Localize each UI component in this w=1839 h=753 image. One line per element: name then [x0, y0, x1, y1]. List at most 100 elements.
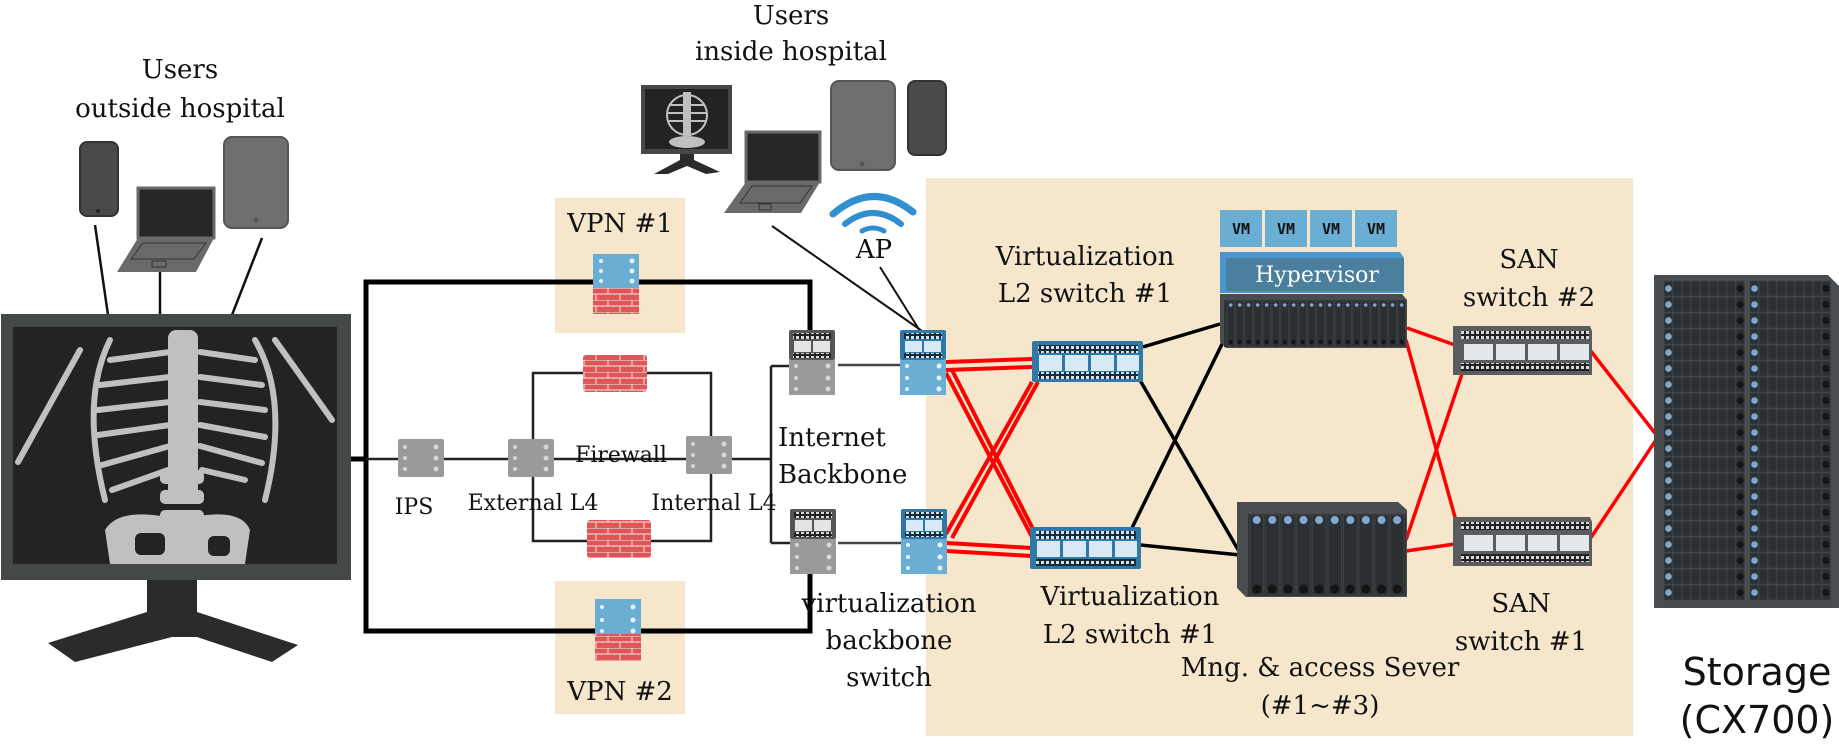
led	[1300, 303, 1305, 307]
blade-slot	[1262, 300, 1271, 347]
drive-slot	[1794, 472, 1804, 489]
led	[1751, 285, 1758, 292]
led	[1377, 584, 1386, 594]
vpn1-label: VPN #1	[566, 209, 673, 239]
network-switch-icon	[398, 439, 444, 477]
drive-slot	[1812, 344, 1822, 361]
drive-slot	[1708, 328, 1718, 345]
drive-slot	[1785, 280, 1795, 297]
led	[1381, 303, 1386, 307]
drive-slot	[1767, 472, 1777, 489]
drive-slot	[1803, 472, 1813, 489]
drive-slot	[1717, 472, 1727, 489]
drive-slot	[1785, 408, 1795, 425]
hypervisor-layer: Hypervisor	[1220, 252, 1404, 293]
led	[1327, 339, 1332, 345]
led	[1822, 301, 1830, 308]
led	[1390, 303, 1395, 307]
led	[1736, 541, 1744, 548]
vm-label: VM	[1367, 220, 1385, 238]
drive-slot	[1758, 520, 1768, 537]
drive-slot	[1776, 568, 1786, 585]
led	[1252, 516, 1261, 524]
drive-slot	[1758, 408, 1768, 425]
drive-slot	[1758, 568, 1768, 585]
access-point: AP	[829, 193, 917, 265]
drive-slot	[1708, 584, 1718, 601]
drive-slot	[1699, 456, 1709, 473]
drive-slot	[1794, 312, 1804, 329]
blade-slot	[1389, 514, 1405, 596]
drive-slot	[1699, 328, 1709, 345]
virt-backbone-label-1: virtualization	[800, 589, 976, 619]
led	[1267, 584, 1277, 594]
drive-slot	[1708, 312, 1718, 329]
drive-slot	[1785, 344, 1795, 361]
drive-slot	[1717, 392, 1727, 409]
network-switch-icon	[790, 509, 836, 574]
led	[1299, 584, 1308, 594]
drive-slot	[1699, 296, 1709, 313]
network-switch-icon	[508, 439, 554, 477]
drive-slot	[1681, 312, 1691, 329]
vm-label: VM	[1277, 220, 1295, 238]
led	[1255, 339, 1260, 345]
drive-slot	[1803, 552, 1813, 569]
drive-slot	[1803, 328, 1813, 345]
blade-slot	[1280, 300, 1289, 347]
laptop-icon	[117, 186, 216, 272]
drive-slot	[1690, 488, 1700, 505]
led	[1736, 573, 1744, 580]
led	[1354, 303, 1359, 307]
drive-slot	[1699, 472, 1709, 489]
drive-slot	[1672, 392, 1682, 409]
led	[1751, 381, 1758, 388]
drive-slot	[1803, 312, 1813, 329]
drive-slot	[1794, 424, 1804, 441]
drive-slot	[1708, 536, 1718, 553]
led	[1822, 461, 1830, 468]
drive-slot	[1812, 392, 1822, 409]
drive-slot	[1776, 472, 1786, 489]
drive-slot	[1758, 440, 1768, 457]
drive-slot	[1672, 296, 1682, 313]
drive-slot	[1690, 328, 1700, 345]
drive-slot	[1803, 504, 1813, 521]
led	[1264, 339, 1269, 345]
drive-slot	[1776, 504, 1786, 521]
drive-slot	[1758, 376, 1768, 393]
drive-slot	[1758, 296, 1768, 313]
drive-slot	[1672, 552, 1682, 569]
blade-slot	[1325, 300, 1334, 347]
blade-slot	[1307, 300, 1316, 347]
blade-slot	[1311, 514, 1327, 596]
led	[1751, 349, 1758, 356]
ips-node: IPS	[395, 439, 444, 520]
led	[1377, 516, 1386, 524]
drive-slot	[1767, 360, 1777, 377]
drive-slot	[1699, 424, 1709, 441]
blade-server-icon	[1237, 502, 1407, 597]
drive-slot	[1708, 360, 1718, 377]
drive-slot	[1726, 536, 1736, 553]
drive-slot	[1708, 488, 1718, 505]
san2-label-1: SAN	[1499, 245, 1558, 275]
led	[1273, 339, 1278, 345]
led	[1282, 303, 1287, 307]
drive-slot	[1690, 472, 1700, 489]
led	[1228, 339, 1233, 345]
led	[1665, 317, 1672, 324]
drive-slot	[1812, 424, 1822, 441]
network-switch-icon	[1453, 326, 1592, 375]
led	[1736, 397, 1744, 404]
drive-slot	[1767, 280, 1777, 297]
led	[1665, 365, 1672, 372]
led	[1665, 493, 1672, 500]
drive-slot	[1776, 488, 1786, 505]
drive-slot	[1717, 504, 1727, 521]
drive-slot	[1785, 440, 1795, 457]
led	[1822, 317, 1830, 324]
drive-slot	[1699, 552, 1709, 569]
internal-l4-label: Internal L4	[651, 491, 776, 516]
virt-l2-bottom-label-1: Virtualization	[1040, 582, 1220, 612]
